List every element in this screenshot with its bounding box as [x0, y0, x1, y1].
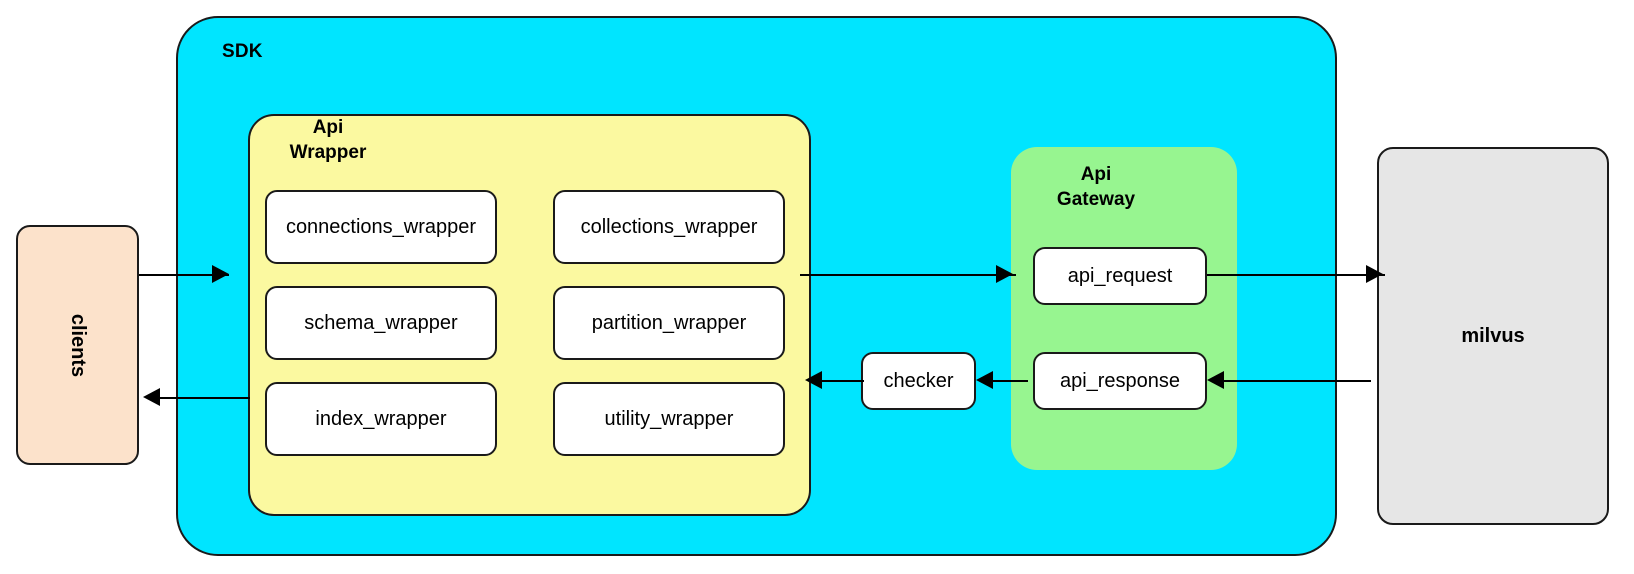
edge-api-wrapper-to-api-gateway — [800, 274, 1016, 276]
edge-checker-to-api-wrapper — [822, 380, 864, 382]
api-wrapper-label: Api Wrapper — [263, 115, 393, 165]
node-label: checker — [883, 369, 954, 392]
arrowhead-right-icon — [996, 265, 1013, 283]
node-label: connections_wrapper — [285, 215, 477, 238]
arrowhead-right-icon — [1366, 265, 1383, 283]
node-partition-wrapper[interactable]: partition_wrapper — [553, 286, 785, 360]
edge-milvus-to-api-response — [1213, 380, 1371, 382]
arrowhead-right-icon — [212, 265, 229, 283]
api-wrapper-label-line2: Wrapper — [289, 142, 367, 163]
arrowhead-left-icon — [976, 371, 993, 389]
arrowhead-left-icon — [805, 371, 822, 389]
node-label: api_response — [1059, 369, 1181, 392]
node-label: api_request — [1067, 264, 1173, 287]
node-label: utility_wrapper — [604, 407, 734, 430]
api-gateway-label-line2: Gateway — [1056, 189, 1136, 210]
arrowhead-left-icon — [1207, 371, 1224, 389]
node-index-wrapper[interactable]: index_wrapper — [265, 382, 497, 456]
node-collections-wrapper[interactable]: collections_wrapper — [553, 190, 785, 264]
api-gateway-label-line1: Api — [1080, 164, 1112, 185]
node-api-request[interactable]: api_request — [1033, 247, 1207, 305]
api-gateway-container[interactable] — [1011, 147, 1237, 470]
edge-clients-to-api-wrapper — [139, 274, 229, 276]
edge-api-request-to-milvus — [1207, 274, 1385, 276]
sdk-label: SDK — [222, 41, 263, 62]
node-schema-wrapper[interactable]: schema_wrapper — [265, 286, 497, 360]
node-connections-wrapper[interactable]: connections_wrapper — [265, 190, 497, 264]
api-gateway-label: Api Gateway — [1021, 162, 1171, 212]
node-label: schema_wrapper — [304, 311, 458, 334]
node-label: collections_wrapper — [580, 215, 758, 238]
node-api-response[interactable]: api_response — [1033, 352, 1207, 410]
api-wrapper-label-line1: Api — [312, 117, 344, 138]
edge-api-wrapper-to-clients — [160, 397, 250, 399]
node-label: partition_wrapper — [591, 311, 747, 334]
milvus-label: milvus — [1461, 324, 1525, 347]
clients-node[interactable]: clients — [16, 225, 139, 465]
node-label: index_wrapper — [315, 407, 447, 430]
node-utility-wrapper[interactable]: utility_wrapper — [553, 382, 785, 456]
clients-label: clients — [66, 313, 89, 377]
milvus-node[interactable]: milvus — [1377, 147, 1609, 525]
edge-api-response-to-checker — [982, 380, 1028, 382]
arrowhead-left-icon — [143, 388, 160, 406]
node-checker[interactable]: checker — [861, 352, 976, 410]
